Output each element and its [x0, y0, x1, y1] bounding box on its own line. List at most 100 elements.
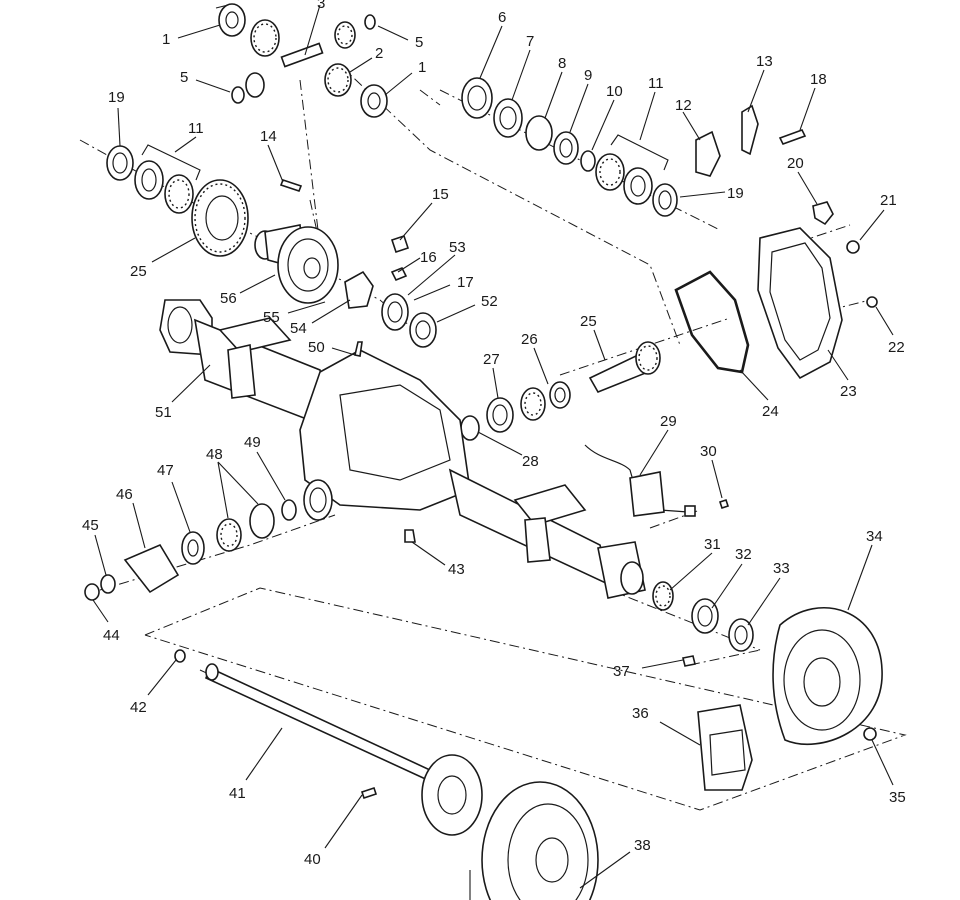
spring-seat-right — [513, 484, 587, 526]
carrier-body — [299, 349, 471, 511]
label-14: 14 — [260, 128, 277, 145]
label-8: 8 — [558, 55, 566, 72]
label-19: 19 — [108, 89, 125, 106]
axle-shaft-group — [174, 649, 599, 900]
pinion-gear-lower — [245, 72, 265, 98]
bearing-cup-left — [134, 160, 164, 200]
vent-50 — [354, 341, 363, 357]
label-40: 40 — [304, 851, 321, 868]
label-30: 30 — [700, 443, 717, 460]
cover-23 — [757, 227, 843, 380]
nut-44 — [84, 583, 100, 601]
shim-19-right — [652, 183, 678, 217]
label-55: 55 — [263, 309, 280, 326]
label-26: 26 — [521, 331, 538, 348]
label-45: 45 — [82, 517, 99, 534]
bolt-16 — [390, 266, 408, 282]
label-50: 50 — [308, 339, 325, 356]
plug-43 — [404, 529, 416, 543]
rotor-38 — [481, 781, 599, 900]
ring-gear-group — [106, 145, 303, 257]
stud-40 — [360, 786, 378, 800]
label-37: 37 — [613, 663, 630, 680]
label-56: 56 — [220, 290, 237, 307]
spacer — [525, 115, 553, 151]
bolt-37 — [682, 655, 696, 667]
pinion-bearing-stack — [461, 77, 834, 226]
label-21: 21 — [880, 192, 897, 209]
label-5: 5 — [415, 34, 423, 51]
brake-group — [682, 607, 883, 791]
label-43: 43 — [448, 561, 465, 578]
label-12: 12 — [675, 97, 692, 114]
thrust-washer-right — [360, 84, 388, 118]
washer-45 — [100, 574, 116, 594]
label-25: 25 — [580, 313, 597, 330]
bearing-53 — [381, 293, 409, 331]
label-6: 6 — [498, 9, 506, 26]
label-41: 41 — [229, 785, 246, 802]
bolt-30 — [718, 498, 730, 510]
differential-gears-group — [218, 3, 388, 118]
label-51: 51 — [155, 404, 172, 421]
label-5: 5 — [180, 69, 188, 86]
lock-42 — [174, 649, 186, 663]
label-3: 3 — [317, 0, 325, 12]
cap-bracket — [741, 104, 759, 156]
label-2: 2 — [375, 45, 383, 62]
label-53: 53 — [449, 239, 466, 256]
oil-seal — [493, 98, 523, 138]
yoke-46 — [123, 543, 180, 594]
label-49: 49 — [244, 434, 261, 451]
spring-seat-left — [218, 317, 292, 353]
bolt-35 — [863, 727, 877, 741]
bearing-cup-27 — [486, 397, 514, 433]
label-19: 19 — [727, 185, 744, 202]
label-10: 10 — [606, 83, 623, 100]
axle-shaft-41 — [204, 666, 434, 784]
shim-19-left — [106, 145, 134, 181]
label-25: 25 — [130, 263, 147, 280]
label-20: 20 — [787, 155, 804, 172]
pinion-yoke-group — [84, 499, 297, 601]
label-52: 52 — [481, 293, 498, 310]
label-44: 44 — [103, 627, 120, 644]
label-11: 11 — [648, 75, 664, 92]
diff-case-body — [277, 226, 339, 304]
backing-plate-34 — [772, 607, 883, 745]
sensor-29 — [684, 505, 696, 517]
side-gear — [250, 19, 280, 57]
label-47: 47 — [157, 462, 174, 479]
pinion-shaft — [280, 42, 324, 68]
sensor-group — [584, 444, 730, 517]
label-17: 17 — [457, 274, 474, 291]
part-labels: 1 1 2 3 5 5 6 7 8 9 10 11 11 12 13 14 15… — [82, 0, 906, 868]
label-24: 24 — [762, 403, 779, 420]
label-13: 13 — [756, 53, 773, 70]
label-18: 18 — [810, 71, 827, 88]
label-16: 16 — [420, 249, 437, 266]
label-33: 33 — [773, 560, 790, 577]
label-35: 35 — [889, 789, 906, 806]
label-36: 36 — [632, 705, 649, 722]
bolt-15 — [390, 234, 410, 254]
differential-case — [254, 224, 437, 348]
label-46: 46 — [116, 486, 133, 503]
label-11: 11 — [188, 120, 204, 137]
axle-flange — [421, 754, 483, 836]
label-54: 54 — [290, 320, 307, 337]
label-9: 9 — [584, 67, 592, 84]
axle-housing — [159, 299, 646, 599]
side-gear-right — [324, 63, 352, 97]
clip-20 — [812, 201, 834, 226]
label-23: 23 — [840, 383, 857, 400]
drive-pinion — [460, 341, 661, 441]
label-7: 7 — [526, 33, 534, 50]
plug-21 — [846, 240, 860, 254]
bolt-14 — [279, 179, 303, 192]
ring-gear — [191, 179, 249, 257]
shim — [461, 77, 493, 119]
bolt-18 — [778, 129, 807, 145]
label-28: 28 — [522, 453, 539, 470]
